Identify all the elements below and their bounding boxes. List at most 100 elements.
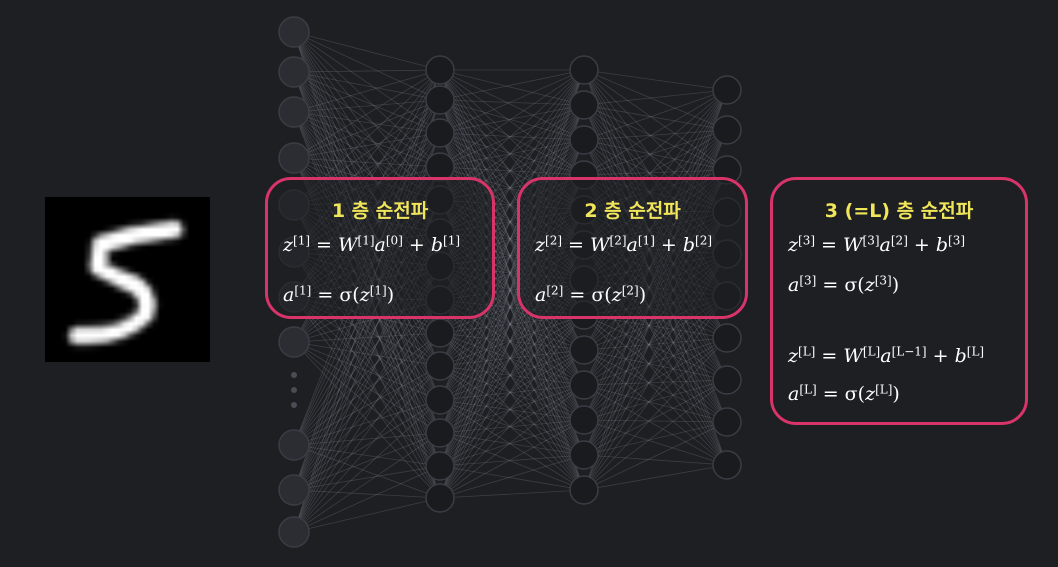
neuron-hidden-2 bbox=[569, 335, 599, 365]
connection-edge bbox=[439, 384, 585, 467]
connection-edge bbox=[439, 332, 585, 421]
connection-edge bbox=[293, 31, 441, 201]
neuron-hidden-2 bbox=[569, 405, 599, 435]
connection-edge bbox=[439, 99, 585, 176]
connection-edge bbox=[293, 69, 441, 159]
layer-1-title: 1 층 순전파 bbox=[331, 200, 429, 222]
connection-edge bbox=[583, 379, 728, 491]
layer-2-title: 2 층 순전파 bbox=[584, 200, 681, 222]
connection-edge bbox=[293, 296, 441, 499]
connection-edge bbox=[583, 129, 728, 176]
layer-1-a-equation: a[1] = σ(z[1]) bbox=[283, 283, 395, 306]
connection-edge bbox=[583, 314, 728, 423]
neuron-input bbox=[278, 56, 310, 88]
connection-edge bbox=[293, 69, 441, 113]
connection-edge bbox=[293, 341, 441, 499]
neuron-input bbox=[278, 16, 310, 48]
neuron-hidden-1 bbox=[425, 483, 455, 513]
connection-edge bbox=[439, 69, 585, 176]
connection-edge bbox=[583, 384, 728, 466]
connection-edge bbox=[293, 341, 441, 367]
connection-edge bbox=[293, 365, 441, 446]
neuron-output bbox=[712, 323, 742, 353]
connection-edge bbox=[583, 104, 728, 131]
input-digit-image bbox=[45, 197, 210, 362]
connection-edge bbox=[439, 104, 585, 401]
connection-edge bbox=[439, 69, 585, 401]
connection-edge bbox=[583, 89, 728, 176]
neuron-output bbox=[712, 407, 742, 437]
connection-edge bbox=[439, 419, 585, 467]
connection-edge bbox=[293, 332, 441, 446]
connection-edge bbox=[583, 337, 728, 421]
connection-edge bbox=[439, 349, 585, 367]
connection-edge bbox=[293, 31, 441, 168]
layer-2-forward-box: 2 층 순전파 z[2] = W[2]a[1] + b[2] a[2] = σ(… bbox=[517, 177, 748, 319]
neuron-hidden-2 bbox=[569, 55, 599, 85]
connection-edge bbox=[293, 465, 441, 533]
connection-edge bbox=[583, 69, 728, 91]
connection-edge bbox=[439, 69, 585, 168]
connection-edge bbox=[293, 444, 441, 467]
connection-edge bbox=[293, 296, 441, 434]
connection-edge bbox=[439, 332, 585, 351]
connection-edge bbox=[439, 99, 585, 386]
connection-edge bbox=[293, 69, 441, 73]
connection-edge bbox=[293, 157, 441, 168]
neuron-hidden-1 bbox=[425, 118, 455, 148]
connection-edge bbox=[583, 295, 728, 456]
neuron-input bbox=[278, 474, 310, 506]
connection-edge bbox=[583, 169, 728, 176]
connection-edge bbox=[439, 332, 585, 456]
connection-edge bbox=[439, 139, 585, 168]
layer-2-a-equation: a[2] = σ(z[2]) bbox=[535, 283, 647, 306]
connection-edge bbox=[439, 104, 585, 168]
connection-edge bbox=[583, 104, 728, 171]
connection-edge bbox=[583, 129, 728, 141]
neuron-hidden-1 bbox=[425, 418, 455, 448]
connection-edge bbox=[583, 379, 728, 386]
layer-3-forward-box: 3 (=L) 층 순전파 z[3] = W[3]a[2] + b[3] a[3]… bbox=[770, 177, 1028, 425]
neuron-hidden-2 bbox=[569, 370, 599, 400]
neuron-hidden-2 bbox=[569, 125, 599, 155]
connection-edge bbox=[439, 69, 585, 434]
connection-edge bbox=[583, 69, 728, 131]
connection-edge bbox=[293, 71, 441, 134]
connection-edge bbox=[293, 332, 441, 491]
connection-edge bbox=[439, 432, 585, 456]
connection-edge bbox=[583, 421, 728, 491]
connection-edge bbox=[583, 421, 728, 456]
connection-edge bbox=[439, 314, 585, 367]
connection-edge bbox=[439, 399, 585, 491]
neuron-hidden-2 bbox=[569, 475, 599, 505]
neuron-output bbox=[712, 450, 742, 480]
layer-L-z-equation: z[L] = W[L]a[L−1] + b[L] bbox=[788, 344, 985, 367]
connection-edge bbox=[293, 399, 441, 446]
neuron-input bbox=[278, 326, 310, 358]
connection-edge bbox=[439, 99, 585, 421]
layer-3-title: 3 (=L) 층 순전파 bbox=[824, 200, 974, 222]
connection-edge bbox=[293, 111, 441, 134]
connection-edge bbox=[293, 341, 441, 467]
connection-edge bbox=[439, 166, 585, 176]
neuron-input bbox=[278, 96, 310, 128]
neuron-hidden-1 bbox=[425, 351, 455, 381]
neuron-input bbox=[278, 429, 310, 461]
connection-edge bbox=[439, 104, 585, 499]
connection-edge bbox=[439, 454, 585, 467]
connection-edge bbox=[583, 454, 728, 466]
connection-edge bbox=[293, 31, 441, 71]
connection-edge bbox=[439, 69, 585, 141]
connection-edge bbox=[439, 419, 585, 434]
connection-edge bbox=[439, 454, 585, 499]
ellipsis-dot bbox=[291, 402, 297, 408]
connection-edge bbox=[583, 89, 728, 106]
connection-edge bbox=[583, 419, 728, 423]
connection-edge bbox=[439, 332, 585, 491]
ellipsis-dot bbox=[291, 387, 297, 393]
neuron-output bbox=[712, 115, 742, 145]
connection-edge bbox=[293, 296, 441, 467]
connection-edge bbox=[293, 399, 441, 533]
connection-edge bbox=[439, 132, 585, 386]
connection-edge bbox=[439, 104, 585, 434]
